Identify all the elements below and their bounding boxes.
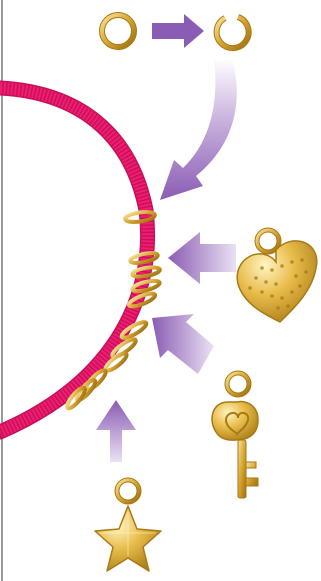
step-open-jump-ring	[102, 14, 249, 48]
arrow-up-left-icon	[152, 314, 214, 374]
arrow-up-icon	[96, 400, 136, 462]
key-charm-icon	[212, 373, 258, 498]
arrow-right-icon	[152, 14, 204, 48]
arrow-left-icon	[168, 232, 236, 284]
curved-arrow-icon	[160, 58, 237, 200]
bracelet-strand	[0, 88, 148, 432]
heart-charm-icon	[237, 230, 317, 322]
star-charm-icon	[95, 480, 161, 571]
